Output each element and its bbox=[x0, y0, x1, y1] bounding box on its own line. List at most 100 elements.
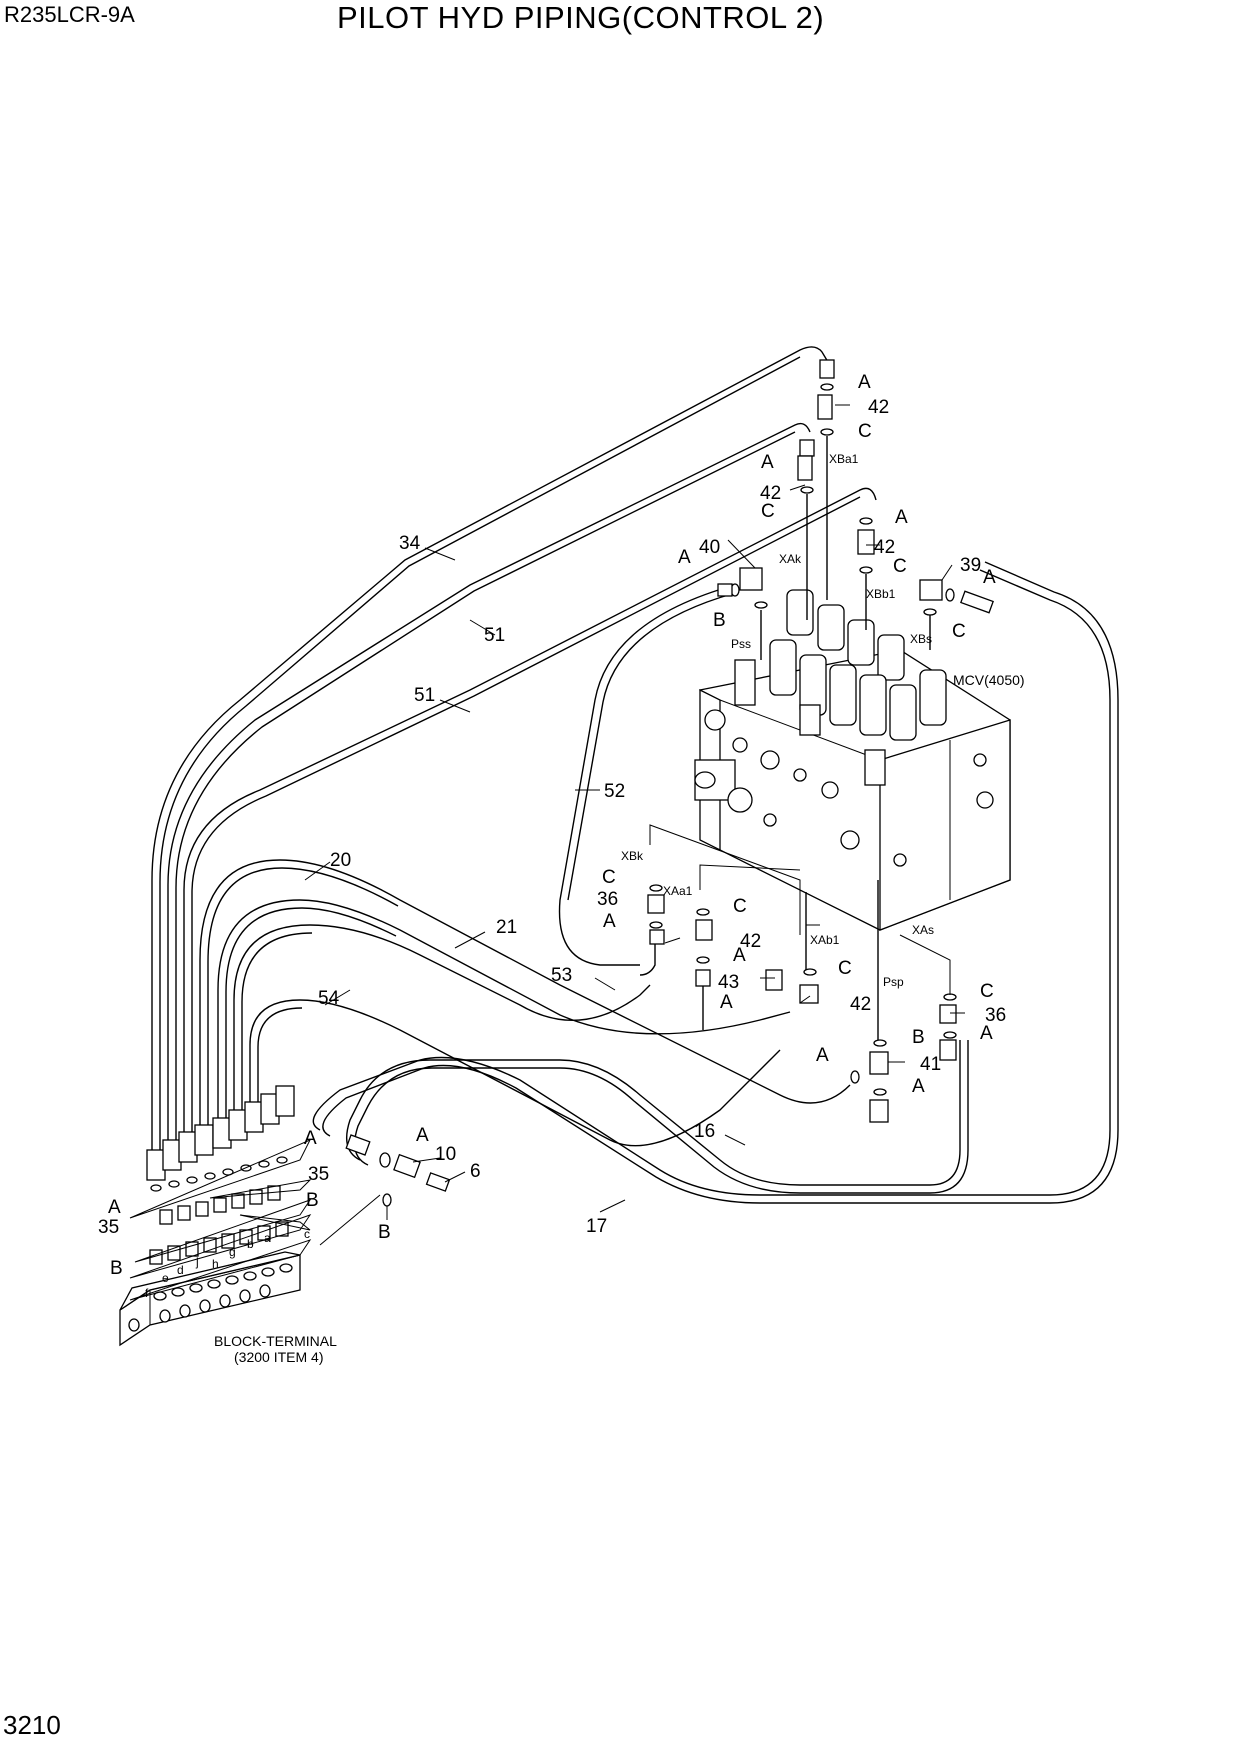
letter-A: A bbox=[733, 945, 746, 966]
pipe-51-lower-inner bbox=[191, 496, 861, 1150]
leader-A-top bbox=[129, 1138, 312, 1219]
lower-fittings bbox=[647, 880, 957, 1123]
hose-end bbox=[275, 1085, 295, 1117]
callout-42: 42 bbox=[874, 537, 895, 558]
pipe-52 bbox=[558, 584, 736, 966]
callout-54: 54 bbox=[318, 988, 340, 1009]
letter-A: A bbox=[720, 992, 733, 1013]
letter-A: A bbox=[603, 911, 616, 932]
callout-numbers: 34 51 51 52 20 21 53 54 16 17 40 39 42 4… bbox=[98, 397, 1006, 1238]
model-name: R235LCR-9A bbox=[4, 2, 135, 27]
hose-end bbox=[146, 1149, 166, 1181]
hose-end bbox=[228, 1109, 248, 1141]
callout-36: 36 bbox=[985, 1005, 1006, 1026]
mcv-label: MCV(4050) bbox=[953, 672, 1025, 688]
letter-C: C bbox=[733, 896, 747, 917]
letter-A: A bbox=[983, 567, 996, 588]
callout-6: 6 bbox=[470, 1161, 481, 1182]
callout-52: 52 bbox=[604, 781, 625, 802]
leader-lines bbox=[304, 404, 965, 1213]
block-terminal-body bbox=[119, 1254, 301, 1347]
callout-41: 41 bbox=[920, 1054, 941, 1075]
leader-B-right bbox=[239, 1214, 311, 1231]
port-Psp: Psp bbox=[883, 975, 904, 989]
page-number: 3210 bbox=[3, 1710, 61, 1740]
callout-10: 10 bbox=[435, 1144, 456, 1165]
leader-35-left bbox=[129, 1214, 312, 1279]
assembly-labels: MCV(4050) BLOCK-TERMINAL (3200 ITEM 4) bbox=[214, 672, 1025, 1365]
terminal-port-c: c bbox=[304, 1227, 310, 1241]
port-labels: XBa1 XAk XBb1 XBs Pss XBk XAa1 XAb1 XAs … bbox=[621, 452, 934, 989]
callout-42: 42 bbox=[740, 931, 761, 952]
letter-C: C bbox=[980, 981, 994, 1002]
letter-C: C bbox=[858, 421, 872, 442]
pipe-20 bbox=[199, 859, 851, 1140]
letter-B: B bbox=[110, 1258, 123, 1279]
letter-A: A bbox=[912, 1076, 925, 1097]
terminal-port-d: d bbox=[177, 1263, 184, 1277]
terminal-port-b: b bbox=[247, 1237, 254, 1251]
terminal-port-h: h bbox=[212, 1257, 219, 1271]
fittings-10-6 bbox=[319, 1134, 451, 1246]
letter-A: A bbox=[416, 1125, 429, 1146]
pipe-16-inner bbox=[354, 1040, 969, 1194]
port-XBk: XBk bbox=[621, 849, 644, 863]
pipe-53-inner bbox=[241, 932, 313, 1120]
letter-C: C bbox=[893, 556, 907, 577]
terminal-port-a: a bbox=[264, 1231, 271, 1245]
hose-end bbox=[178, 1131, 198, 1163]
connection-letters: A C A C A C A B A C C A C A A C C A B A … bbox=[108, 372, 996, 1279]
letter-A: A bbox=[761, 452, 774, 473]
pipe-group bbox=[151, 346, 1119, 1204]
letter-A: A bbox=[304, 1128, 317, 1149]
letter-C: C bbox=[952, 621, 966, 642]
port-XBa1: XBa1 bbox=[829, 452, 859, 466]
pipe-54-inner bbox=[257, 1007, 303, 1115]
callout-17: 17 bbox=[586, 1216, 607, 1237]
pipe-51-upper bbox=[167, 422, 811, 1150]
port-XAs: XAs bbox=[912, 923, 934, 937]
callout-36: 36 bbox=[597, 889, 618, 910]
letter-C: C bbox=[838, 958, 852, 979]
letter-A: A bbox=[678, 547, 691, 568]
callout-43: 43 bbox=[718, 972, 739, 993]
callout-34: 34 bbox=[399, 533, 421, 554]
hose-ends bbox=[146, 1085, 295, 1181]
port-XAa1: XAa1 bbox=[663, 884, 693, 898]
callout-40: 40 bbox=[699, 537, 720, 558]
terminal-ports bbox=[128, 1263, 293, 1332]
block-terminal bbox=[119, 1138, 312, 1347]
pipe-34-inner bbox=[159, 356, 801, 1150]
port-XBs: XBs bbox=[910, 632, 932, 646]
block-terminal-ref: (3200 ITEM 4) bbox=[234, 1349, 323, 1365]
pipe-short-xbk bbox=[639, 940, 656, 976]
port-brackets bbox=[649, 824, 951, 995]
terminal-port-g: g bbox=[229, 1245, 236, 1259]
pipe-53 bbox=[233, 924, 651, 1120]
letter-B: B bbox=[912, 1027, 925, 1048]
letter-B: B bbox=[306, 1190, 319, 1211]
pipe-54 bbox=[249, 999, 781, 1147]
letter-C: C bbox=[761, 501, 775, 522]
port-XBb1: XBb1 bbox=[866, 587, 896, 601]
callout-42: 42 bbox=[760, 483, 781, 504]
fittings-35 bbox=[149, 1185, 289, 1265]
pipe-34 bbox=[151, 346, 829, 1150]
letter-A: A bbox=[858, 372, 871, 393]
leader-A-left bbox=[134, 1199, 312, 1263]
letter-A: A bbox=[108, 1197, 121, 1218]
pipe-51-lower bbox=[183, 487, 877, 1150]
callout-35: 35 bbox=[98, 1217, 119, 1238]
letter-B: B bbox=[713, 610, 726, 631]
callout-51: 51 bbox=[484, 625, 505, 646]
leader-35-right bbox=[209, 1179, 312, 1199]
letter-C: C bbox=[602, 867, 616, 888]
terminal-port-j: j bbox=[195, 1255, 199, 1269]
letter-B: B bbox=[378, 1222, 391, 1243]
upper-fittings bbox=[717, 359, 994, 660]
pipe-52-inner bbox=[567, 592, 736, 901]
callout-42: 42 bbox=[868, 397, 889, 418]
terminal-port-letters: a b c d e f g h j bbox=[145, 1227, 310, 1300]
hose-end bbox=[194, 1124, 214, 1156]
